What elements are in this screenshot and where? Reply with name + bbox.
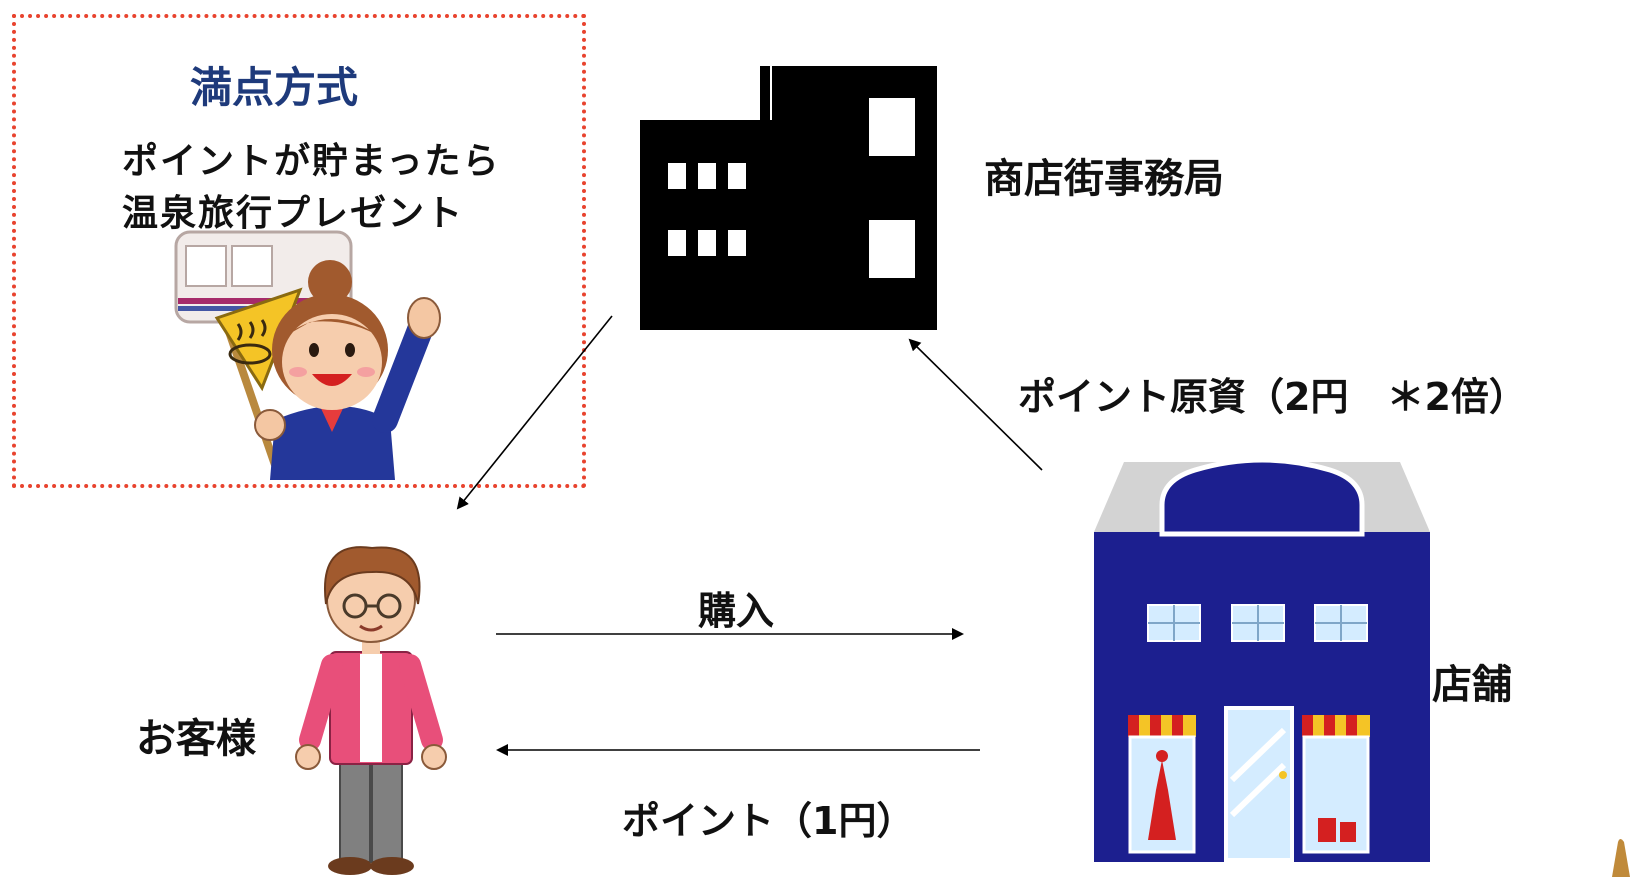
arrow-store-to-office [908, 338, 1043, 471]
office-label: 商店街事務局 [984, 156, 1224, 202]
pencil-icon [1612, 839, 1630, 877]
office-building-icon [640, 66, 937, 330]
purchase-label: 購入 [698, 589, 775, 633]
scheme-box [12, 14, 586, 488]
customer-person-icon [295, 546, 447, 875]
scheme-title: 満点方式 [190, 63, 359, 112]
onsen-tour-guide-icon [174, 230, 441, 480]
scheme-desc-line2: 温泉旅行プレゼント [122, 193, 465, 234]
store-label: 店舗 [1432, 662, 1512, 708]
scheme-desc-line1: ポイントが貯まったら [122, 141, 501, 182]
customer-label: お客様 [136, 716, 256, 762]
storefront-icon [1094, 457, 1430, 862]
point-funds-label: ポイント原資（2円 ＊2倍） [1018, 375, 1527, 419]
point-label: ポイント（1円） [622, 799, 915, 843]
arrow-office-to-customer [456, 315, 613, 510]
